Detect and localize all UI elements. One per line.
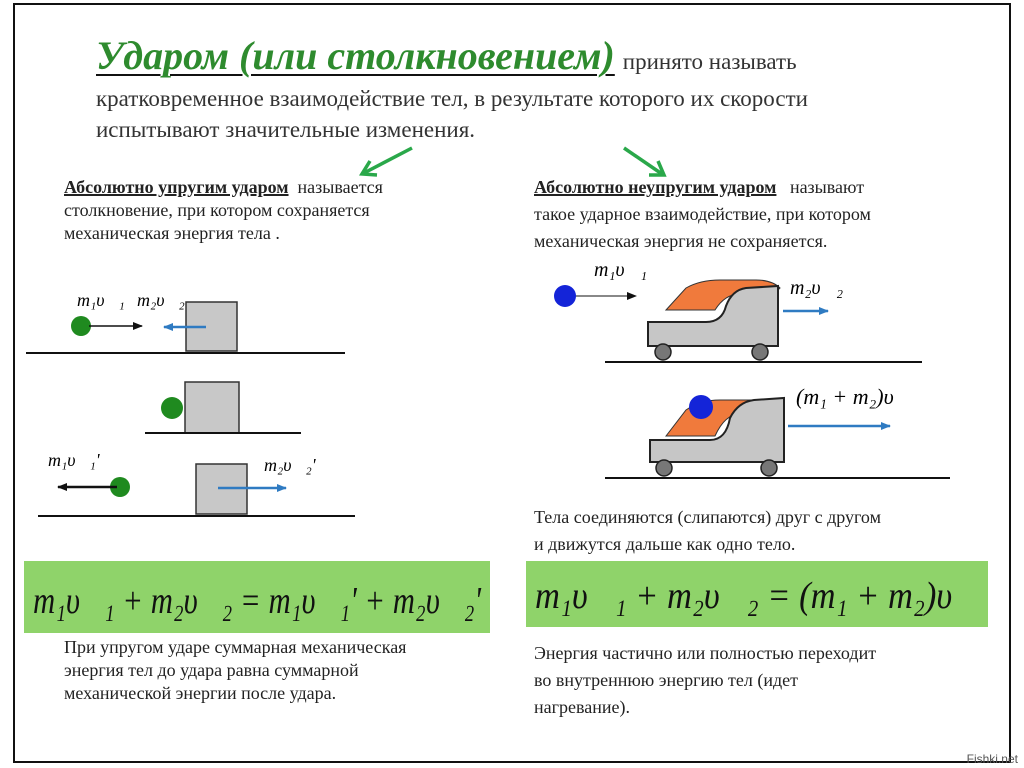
label-m1v1-inelastic: m₁υ⃗₁ [594,259,647,281]
ball-m1-contact [161,397,183,419]
elastic-collision-diagram: m₁υ⃗₁ m₂υ⃗₂ m₁υ⃗₁' m₂υ⃗₂' [26,290,355,517]
right-pointer-arrow-icon [623,146,667,177]
cart-body [647,284,779,347]
title-line-2: кратковременное взаимодействие тел, в ре… [96,86,808,111]
inelastic-note-line-3: нагревание). [534,697,630,717]
title-line-1: Ударом (или столкновением) принято называ… [96,32,797,79]
label-m2v2-inelastic: m₂υ⃗₂ [790,277,843,299]
elastic-formula: m₁υ⃗₁ + m₂υ⃗₂ = m₁υ⃗₁' + m₂υ⃗₂' [33,580,482,622]
inelastic-definition-line-2: такое ударное взаимодействие, при которо… [534,204,871,224]
inelastic-note-line-1: Энергия частично или полностью переходит [534,643,877,663]
slide [13,3,1011,763]
stick-line-2: и движутся дальше как одно тело. [534,534,796,554]
elastic-formula-svg: m₁υ⃗₁ + m₂υ⃗₂ = m₁υ⃗₁' + m₂υ⃗₂' [33,580,482,622]
label-m2v2: m₂υ⃗₂ [137,290,185,310]
elastic-definition-line-2: столкновение, при котором сохраняется [64,200,370,220]
label-m1v1-prime: m₁υ⃗₁' [48,450,101,470]
ball-m1-inelastic [554,285,576,307]
inelastic-line1-rest: называют [789,177,865,197]
label-m2v2-prime: m₂υ⃗₂' [264,455,317,475]
inelastic-term: Абсолютно неупругим ударом [534,177,777,197]
inelastic-formula-box: m₁υ⃗₁ + m₂υ⃗₂ = (m₁ + m₂)υ⃗ [526,561,988,627]
elastic-definition-line-1: Абсолютно упругим ударом называется [64,176,383,199]
cart-wheel-rear-after [760,459,778,477]
ball-m1-stuck [689,395,713,419]
inelastic-formula: m₁υ⃗₁ + m₂υ⃗₂ = (m₁ + m₂)υ⃗ [535,575,979,617]
watermark: Fishki.net [966,752,1018,766]
left-pointer-arrow-icon [358,146,413,177]
elastic-note-line-2: энергия тел до удара равна суммарной [64,660,359,680]
elastic-formula-box: m₁υ⃗₁ + m₂υ⃗₂ = m₁υ⃗₁' + m₂υ⃗₂' [24,561,490,633]
ball-m1 [71,316,91,336]
title-rest: принято называть [622,49,797,74]
inelastic-definition-line-3: механическая энергия не сохраняется. [534,231,828,251]
elastic-line1-rest: называется [297,177,383,197]
elastic-definition-line-3: механическая энергия тела . [64,223,280,243]
cart-wheel-front-after [655,459,673,477]
inelastic-note-line-2: во внутреннюю энергию тел (идет [534,670,799,690]
stick-line-1: Тела соединяются (слипаются) друг с друг… [534,507,881,527]
elastic-note-line-3: механической энергии после удара. [64,683,337,703]
block-m2-contact [184,381,240,434]
inelastic-collision-diagram: m₁υ⃗₁ m₂υ⃗₂ (m₁ + m₂)υ⃗ [554,259,950,479]
elastic-term: Абсолютно упругим ударом [64,177,289,197]
inelastic-definition-line-1: Абсолютно неупругим ударом называют [534,176,864,199]
cart-wheel-rear [751,343,769,361]
label-m1v1: m₁υ⃗₁ [77,290,125,310]
ball-m1-after [110,477,130,497]
title-line-3: испытывают значительные изменения. [96,117,476,142]
label-combined: (m₁ + m₂)υ⃗ [796,384,911,409]
title-term: Ударом (или столкновением) [96,33,615,78]
inelastic-formula-svg: m₁υ⃗₁ + m₂υ⃗₂ = (m₁ + m₂)υ⃗ [535,575,979,617]
cart-body-after [649,396,785,463]
elastic-note-line-1: При упругом ударе суммарная механическая [64,637,407,657]
cart-wheel-front [654,343,672,361]
